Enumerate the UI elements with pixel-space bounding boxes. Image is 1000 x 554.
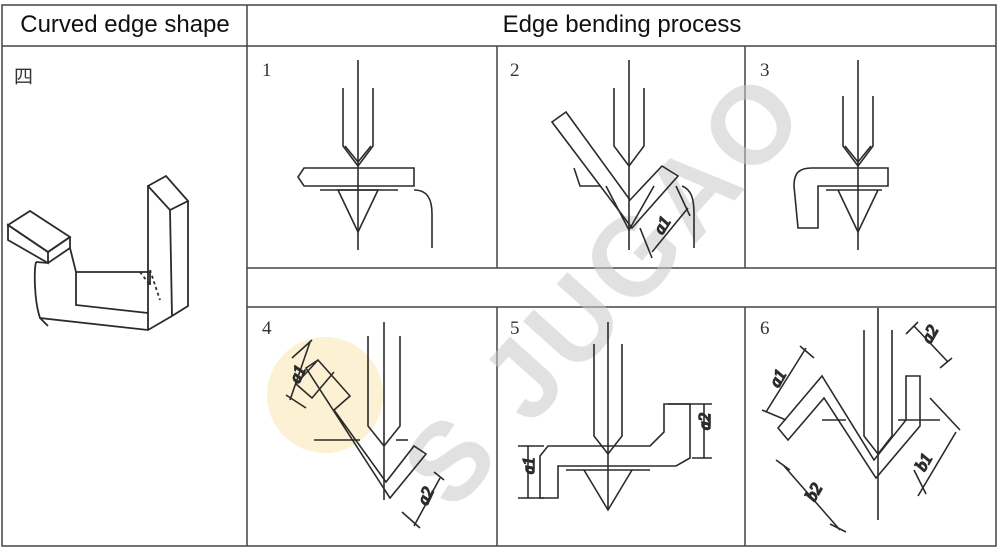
step-6-drawing: a1 a2 b1 b2 [761, 308, 961, 533]
step-5-drawing: a1 a2 [518, 322, 715, 512]
step-4-number: 4 [262, 318, 272, 339]
shape-label: 四 [14, 67, 34, 88]
watermark-logo-icon [267, 337, 383, 453]
step-1-number: 1 [262, 60, 272, 81]
step-5-dim-a2: a2 [695, 413, 714, 431]
table-grid [1, 4, 997, 547]
step-6-dim-a1: a1 [765, 366, 790, 390]
step-5-dim-a1: a1 [519, 457, 538, 474]
header-curved-edge-shape: Curved edge shape [20, 11, 230, 38]
step-2-number: 2 [510, 60, 520, 81]
step-6-dim-a2: a2 [917, 322, 942, 347]
header-edge-bending-process: Edge bending process [502, 11, 742, 38]
step-1-drawing [297, 60, 433, 250]
watermark-text: S JUGAO [379, 48, 830, 529]
step-2-drawing: a1 [550, 60, 695, 259]
curved-edge-shape-drawing [6, 174, 190, 331]
step-3-drawing [793, 60, 889, 250]
step-5-number: 5 [510, 318, 520, 339]
step-6-number: 6 [760, 318, 770, 339]
step-6-dim-b2: b2 [801, 480, 826, 505]
step-3-number: 3 [760, 60, 770, 81]
